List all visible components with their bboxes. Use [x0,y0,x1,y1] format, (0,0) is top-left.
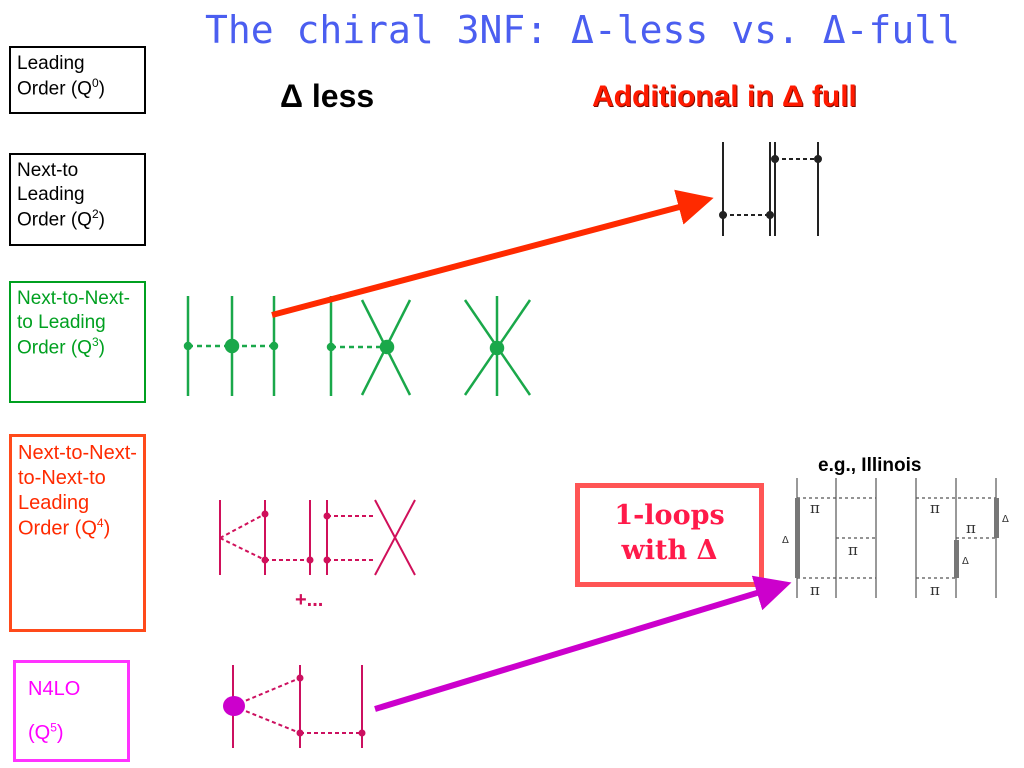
order-box-lo: Leading Order (Q0) [9,46,146,114]
pi-label: π [966,519,976,537]
delta-label: Δ [782,535,789,546]
pi-label: π [810,581,820,599]
order-close: ) [103,517,111,540]
order-label-line2: (Q [28,722,51,744]
order-label: Next-to-Next-to-Next-to Leading Order (Q [18,442,137,540]
order-label: Leading Order (Q [17,53,92,100]
n4lo-vertex-blob [223,696,245,716]
loops-with-delta-box: 1-loops with Δ [575,483,764,587]
n2lo-diagrams [183,296,532,396]
delta-less-heading: Δ less [280,78,375,114]
order-power: 4 [96,516,104,530]
order-close: ) [98,78,105,100]
order-power: 0 [91,75,99,90]
order-label-line1: N4LO [28,678,81,700]
order-power: 3 [91,334,99,349]
order-power: 2 [91,206,99,221]
order-box-n4lo: N4LO (Q5) [13,660,130,762]
illinois-diagrams [796,478,997,598]
arrow-to-illinois [374,575,792,712]
loop-box-line1: 1-loops [614,500,725,531]
loop-box-line2: with Δ [621,535,718,567]
order-power: 5 [50,720,57,735]
pi-label: π [848,541,858,559]
arrow-to-nlo-delta [271,189,714,318]
slide-title: The chiral 3NF: Δ-less vs. Δ-full [205,8,960,52]
n3lo-diagrams [219,499,416,576]
illinois-delta-bars [795,498,999,578]
order-label: Next-to Leading Order (Q [17,160,92,230]
pi-label: π [930,499,940,517]
order-box-n3lo: Next-to-Next-to-Next-to Leading Order (Q… [9,434,146,632]
order-close: ) [56,722,64,744]
order-label: Next-to-Next-to Leading Order (Q [17,288,130,358]
order-close: ) [98,208,105,230]
plus-more-label: +... [295,589,323,611]
n4lo-diagram [232,665,366,748]
illinois-label: e.g., Illinois [818,455,922,476]
delta-label: Δ [962,556,969,567]
order-box-nlo: Next-to Leading Order (Q2) [9,153,146,246]
order-close: ) [98,336,105,358]
pi-label: π [930,581,940,599]
delta-label: Δ [1002,514,1009,525]
delta-full-heading: Additional in Δ full [592,80,857,113]
nlo-delta-diagram [719,142,822,236]
pi-label: π [810,499,820,517]
order-box-n2lo: Next-to-Next-to Leading Order (Q3) [9,281,146,403]
